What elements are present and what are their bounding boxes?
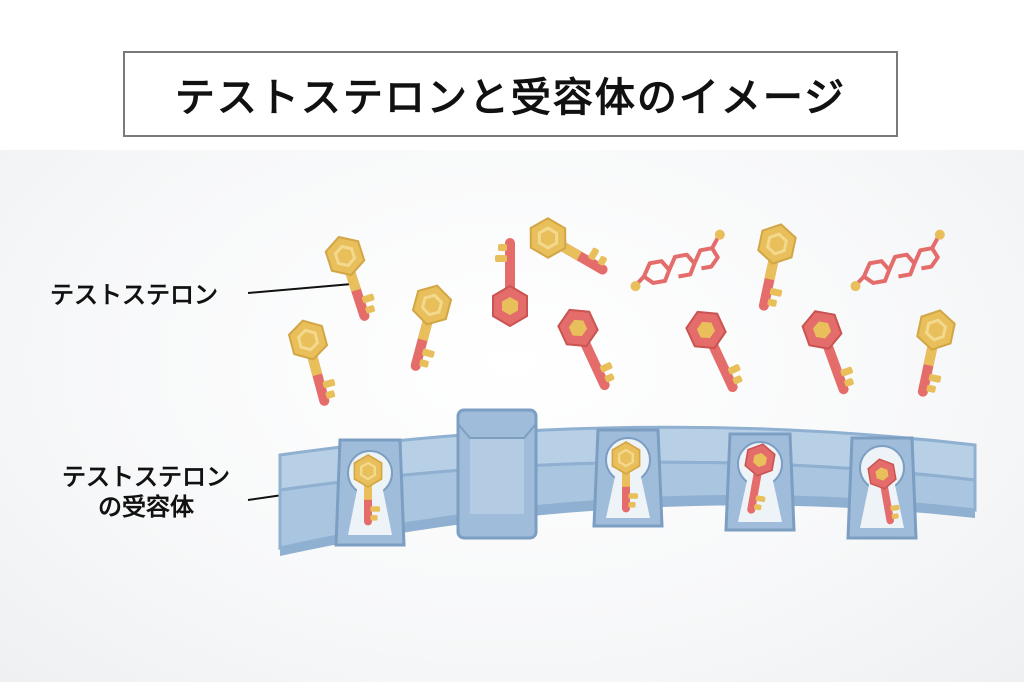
- keyhole-receptor-icon: [592, 428, 664, 528]
- testosterone-pointer-line: [247, 283, 353, 294]
- receptor-label: テストステロン の受容体: [48, 462, 244, 522]
- key-icon: [744, 219, 800, 316]
- key-icon: [492, 237, 528, 327]
- key-icon: [681, 303, 752, 400]
- key-icon: [321, 230, 384, 328]
- key-icon: [903, 305, 959, 402]
- title-box: テストステロンと受容体のイメージ: [123, 51, 898, 137]
- steroid-molecule-icon: [841, 226, 954, 294]
- membrane-channel-icon: [456, 408, 538, 540]
- keyhole-receptor-icon: [724, 432, 796, 532]
- key-icon: [396, 279, 456, 377]
- receptor-label-line2: の受容体: [98, 493, 194, 521]
- key-icon: [553, 301, 624, 398]
- testosterone-label-text: テストステロン: [50, 281, 218, 309]
- keyhole-receptor-icon: [334, 438, 406, 547]
- steroid-molecule-icon: [621, 226, 734, 294]
- receptor-label-line1: テストステロン: [62, 463, 230, 491]
- testosterone-label: テストステロン: [50, 280, 218, 310]
- keyhole-receptor-icon: [846, 436, 918, 540]
- key-icon: [284, 314, 344, 412]
- page-title: テストステロンと受容体のイメージ: [174, 75, 847, 121]
- key-icon: [798, 304, 863, 401]
- key-icon: [520, 211, 617, 289]
